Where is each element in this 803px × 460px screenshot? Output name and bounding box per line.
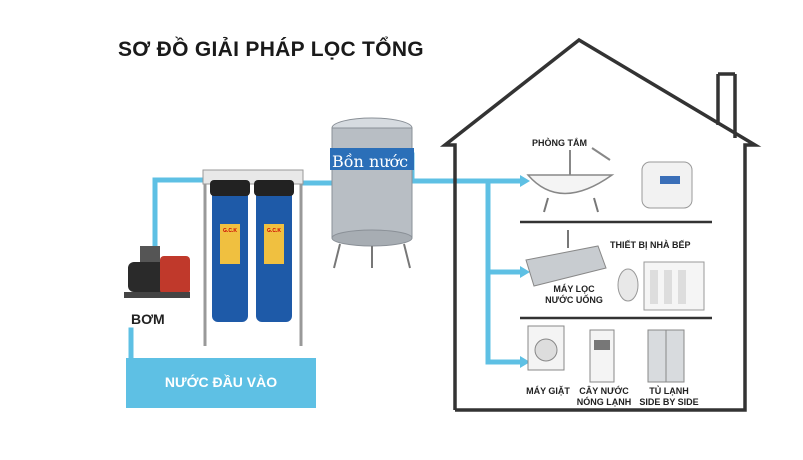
tank-label: Bồn nước	[332, 152, 409, 171]
filter-housing-icon	[202, 169, 304, 346]
washing-machine-icon	[527, 325, 565, 371]
label-fridge: TỦ LẠNH SIDE BY SIDE	[639, 386, 699, 407]
pump-label: BƠM	[131, 311, 165, 327]
inlet-label: NƯỚC ĐẦU VÀO	[164, 374, 278, 390]
water-tank-icon	[330, 117, 414, 269]
water-dispenser-icon	[589, 329, 615, 383]
house-outline	[439, 37, 762, 412]
kitchen-sink-icon	[525, 230, 607, 287]
ro-filter-icon	[617, 261, 705, 311]
filter-brand-right: G.C.K	[267, 228, 281, 234]
room-label-bathroom: PHÒNG TẮM	[532, 138, 587, 148]
inlet-box	[126, 358, 316, 408]
label-washer: MÁY GIẶT	[526, 386, 570, 396]
fridge-icon	[647, 329, 685, 383]
arrowheads	[520, 175, 530, 368]
water-heater-icon	[641, 161, 693, 209]
label-dispenser: CÂY NƯỚC NÓNG LẠNH	[576, 386, 632, 407]
bathtub-icon	[526, 147, 615, 213]
room-label-kitchen: THIẾT BỊ NHÀ BẾP	[610, 240, 691, 250]
filter-brand-left: G.C.K	[223, 228, 237, 234]
pump-icon	[124, 246, 190, 298]
page-title: SƠ ĐỒ GIẢI PHÁP LỌC TỔNG	[118, 38, 424, 61]
label-ro-filter: MÁY LỌC NƯỚC UỐNG	[545, 284, 603, 305]
